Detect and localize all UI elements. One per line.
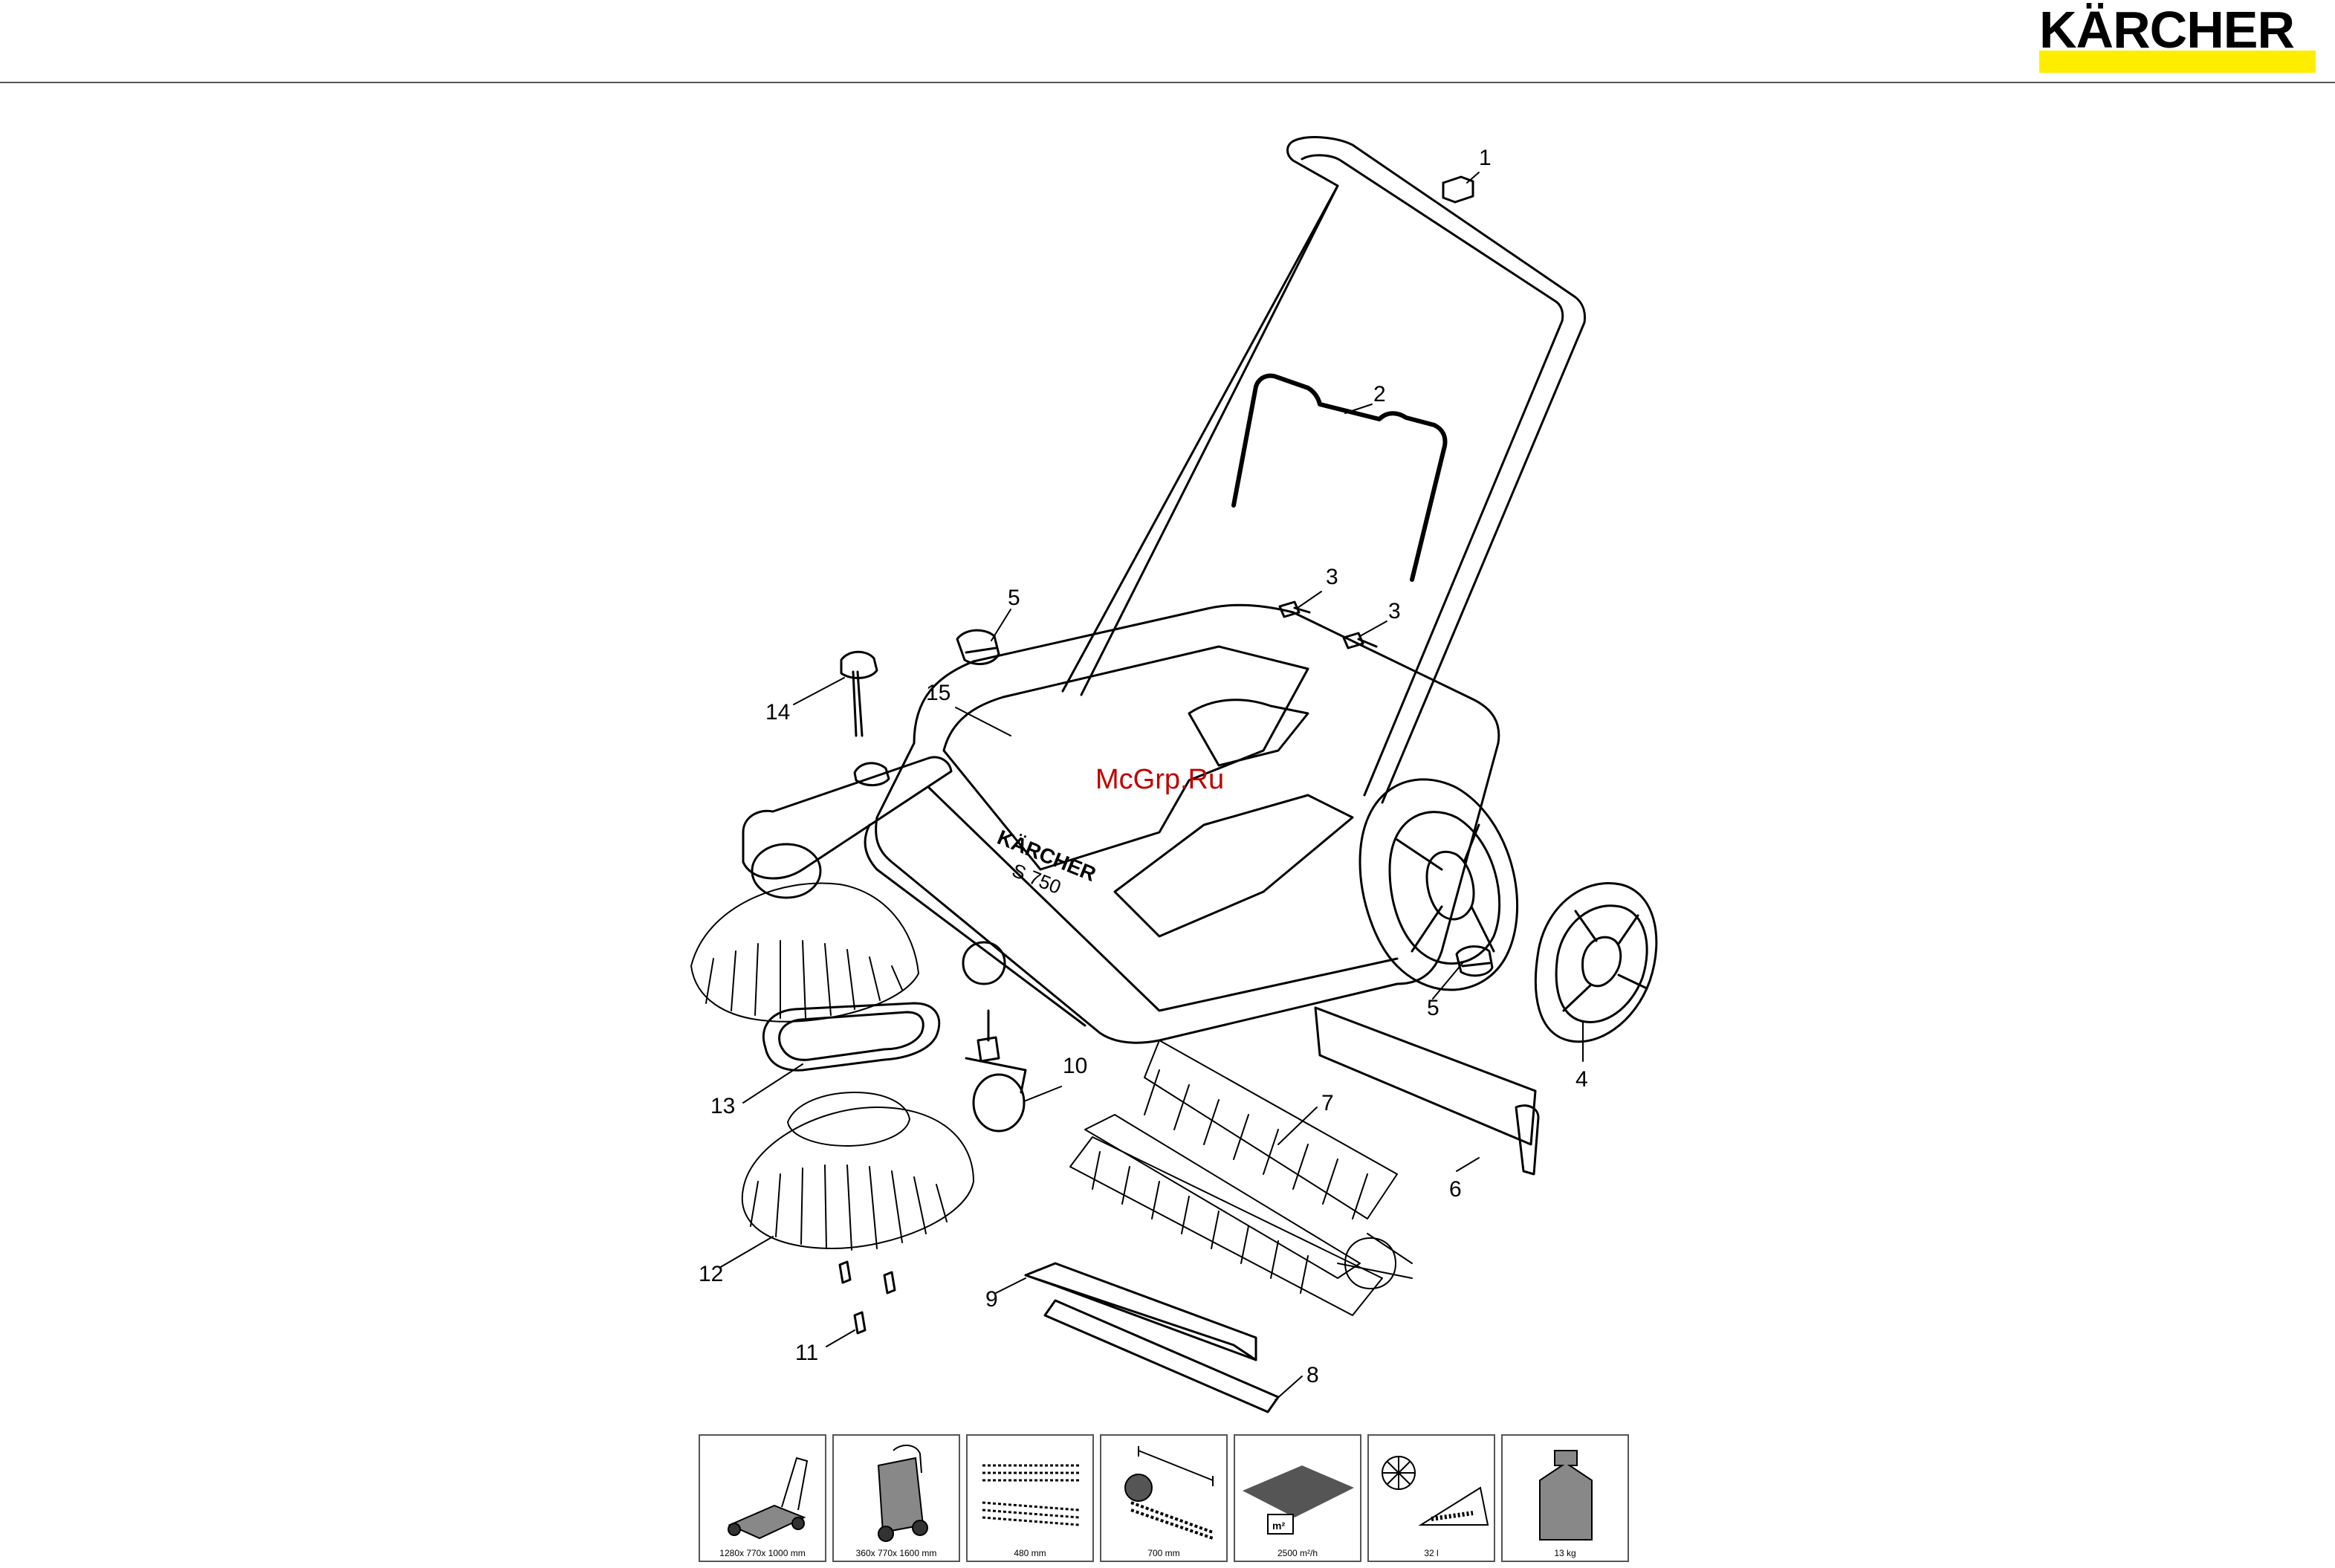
side-brush-arm <box>743 757 951 898</box>
spec-container-volume: 32 l <box>1367 1434 1495 1562</box>
part-5-knob-upper <box>957 630 999 664</box>
spec-label: 32 l <box>1369 1548 1494 1558</box>
side-brush-mounted <box>691 883 919 1021</box>
weight-icon <box>1503 1436 1628 1547</box>
spec-overall-dimensions: 1280x 770x 1000 mm <box>699 1434 826 1562</box>
spec-working-width: 700 mm <box>1100 1434 1228 1562</box>
callout-3b: 3 <box>1388 599 1401 623</box>
part-12-side-brush <box>742 1092 974 1250</box>
folded-dimensions-icon <box>834 1436 959 1547</box>
overall-dimensions-icon <box>700 1436 825 1547</box>
part-10-castor <box>966 1011 1026 1131</box>
area-performance-icon: m² <box>1235 1436 1360 1547</box>
callout-6: 6 <box>1449 1177 1462 1202</box>
part-14-adjuster-knob <box>841 652 877 736</box>
part-2-wire-clip <box>1234 376 1445 580</box>
part-6-sealing-strip <box>1315 1008 1538 1174</box>
callout-4: 4 <box>1575 1067 1588 1092</box>
part-11-screws <box>840 1262 895 1333</box>
handle-frame <box>1063 137 1585 803</box>
brush-width-icon <box>968 1436 1092 1547</box>
callout-3a: 3 <box>1326 565 1338 589</box>
callout-13: 13 <box>710 1094 735 1118</box>
spec-label: 700 mm <box>1101 1548 1226 1558</box>
spec-label: 13 kg <box>1503 1548 1628 1558</box>
callout-11: 11 <box>795 1341 818 1365</box>
watermark: McGrp.Ru <box>1095 764 1224 796</box>
callout-5b: 5 <box>1427 996 1439 1020</box>
callout-12: 12 <box>699 1262 723 1286</box>
callout-1: 1 <box>1479 146 1492 170</box>
callout-5a: 5 <box>1008 586 1020 610</box>
spec-label: 2500 m²/h <box>1235 1548 1360 1558</box>
callout-2: 2 <box>1373 382 1386 406</box>
callout-8: 8 <box>1306 1363 1319 1387</box>
part-9-deflector <box>1026 1263 1256 1360</box>
spec-area-performance: m² 2500 m²/h <box>1234 1434 1361 1562</box>
svg-text:m²: m² <box>1272 1520 1285 1532</box>
callout-7: 7 <box>1321 1091 1334 1115</box>
callout-10: 10 <box>1063 1054 1087 1078</box>
spec-label: 360x 770x 1600 mm <box>834 1548 959 1558</box>
spec-label: 1280x 770x 1000 mm <box>700 1548 825 1558</box>
exploded-view-diagram: KÄRCHER S 750 1 2 3 3 5 14 15 5 4 10 7 1… <box>0 0 2335 1427</box>
working-width-icon <box>1101 1436 1226 1547</box>
callout-15: 15 <box>926 681 950 705</box>
spec-label: 480 mm <box>968 1548 1092 1558</box>
spec-weight: 13 kg <box>1501 1434 1629 1562</box>
part-5-knob-lower <box>1457 947 1492 976</box>
callout-9: 9 <box>985 1287 998 1312</box>
callout-14: 14 <box>765 700 790 725</box>
spec-folded-dimensions: 360x 770x 1600 mm <box>832 1434 960 1562</box>
part-7-roller-brush <box>1070 1040 1412 1315</box>
spec-brush-width: 480 mm <box>966 1434 1094 1562</box>
part-4-wheel-cover <box>1535 883 1656 1041</box>
container-volume-icon <box>1369 1436 1494 1547</box>
